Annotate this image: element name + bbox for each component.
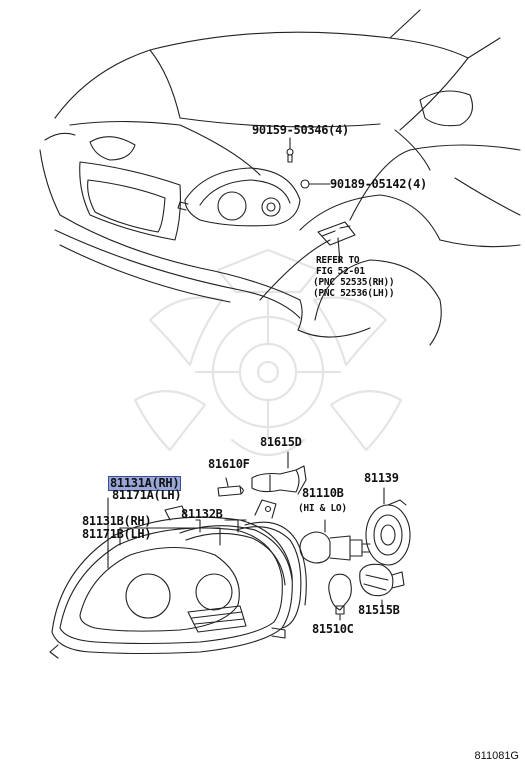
part-label-90159: 90159-50346(4) <box>252 123 349 137</box>
refer-note-line-1: REFER TO <box>316 255 360 266</box>
part-label-81510C: 81510C <box>312 622 354 636</box>
part-label-81615D: 81615D <box>260 435 302 449</box>
part-label-81131B: 81131B(RH) <box>82 514 152 528</box>
diagram-code: 811081G <box>474 750 519 762</box>
headlamp-assembly-illustration <box>49 451 411 659</box>
part-label-90189: 90189-05142(4) <box>330 177 427 191</box>
part-label-81139: 81139 <box>364 471 399 485</box>
part-label-81610F: 81610F <box>208 457 250 471</box>
part-label-81171B: 81171B(LH) <box>82 527 152 541</box>
part-label-81171A: 81171A(LH) <box>112 488 182 502</box>
part-label-81132B: 81132B <box>181 507 223 521</box>
car-body-illustration <box>39 9 521 346</box>
refer-note-line-4: (PNC 52536(LH)) <box>313 288 395 299</box>
part-label-81515B: 81515B <box>358 603 400 617</box>
part-label-81110B: 81110B <box>302 486 344 500</box>
part-label-81110B-sub: (HI & LO) <box>298 503 347 514</box>
refer-note-line-2: FIG 52-01 <box>316 266 365 277</box>
part-label-81131A-highlighted[interactable]: 81131A(RH) <box>108 476 182 491</box>
refer-note-line-3: (PNC 52535(RH)) <box>313 277 395 288</box>
